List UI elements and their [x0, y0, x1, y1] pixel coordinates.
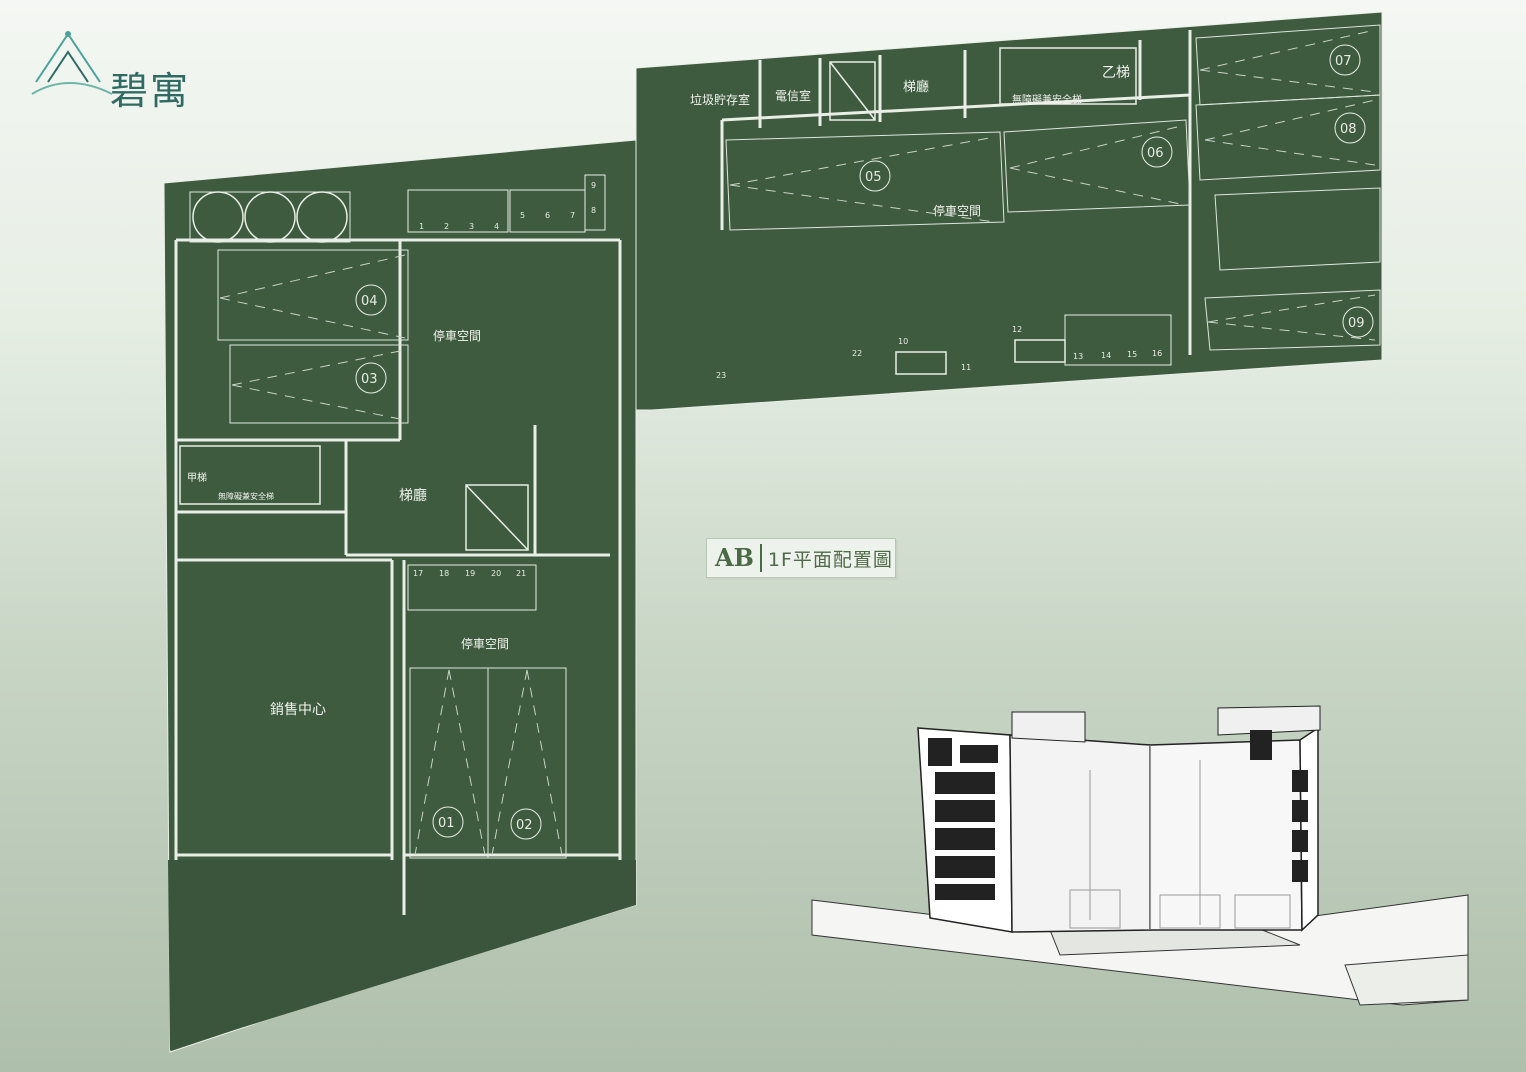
car-space-07: 07 — [1335, 54, 1352, 69]
tree-icon — [244, 191, 296, 243]
moto-space: 4 — [494, 222, 499, 231]
parking-guides — [219, 29, 1376, 856]
moto-space: 17 — [413, 569, 423, 578]
moto-strips — [407, 174, 1172, 611]
moto-space: 8 — [591, 206, 596, 215]
tree-icon — [192, 191, 244, 243]
moto-space: 7 — [570, 211, 575, 220]
car-space-01: 01 — [438, 816, 455, 831]
moto-space: 11 — [961, 363, 971, 372]
room-parking-lower: 停車空間 — [461, 636, 509, 651]
tree-icon — [296, 191, 348, 243]
room-labels: 垃圾貯存室 電信室 梯廳 乙梯 無障礙兼安全梯 停車空間 停車空間 停車空間 梯… — [187, 65, 1130, 718]
moto-space: 1 — [419, 222, 424, 231]
car-space-04: 04 — [361, 294, 378, 309]
logo-mark-icon — [31, 31, 113, 95]
room-elevator-mid: 梯廳 — [399, 487, 427, 504]
plan-title-prefix: AB — [707, 544, 762, 572]
car-space-02: 02 — [516, 818, 533, 833]
room-garbage: 垃圾貯存室 — [690, 92, 750, 107]
car-space-06: 06 — [1147, 146, 1164, 161]
room-parking-top: 停車空間 — [933, 203, 981, 218]
planter-trees — [192, 191, 348, 243]
room-elevator-top: 梯廳 — [903, 79, 929, 95]
moto-space: 2 — [444, 222, 449, 231]
moto-space: 10 — [898, 337, 908, 346]
car-space-08: 08 — [1340, 122, 1357, 137]
room-parking-left: 停車空間 — [433, 328, 481, 343]
room-sales: 銷售中心 — [270, 702, 326, 718]
room-stair-b: 乙梯 — [1102, 65, 1130, 81]
car-space-09: 09 — [1348, 316, 1365, 331]
moto-space: 18 — [439, 569, 449, 578]
moto-space: 12 — [1012, 325, 1022, 334]
moto-space: 20 — [491, 569, 501, 578]
moto-space: 3 — [469, 222, 474, 231]
moto-space: 6 — [545, 211, 550, 220]
moto-space: 9 — [591, 181, 596, 190]
logo: 碧寓 — [28, 22, 208, 113]
plan-upper-wing — [635, 11, 1383, 411]
room-stair-b-note: 無障礙兼安全梯 — [1012, 93, 1082, 106]
building-render — [811, 705, 1469, 1006]
car-space-03: 03 — [361, 372, 378, 387]
moto-space: 14 — [1101, 351, 1111, 360]
room-telecom: 電信室 — [775, 88, 811, 103]
room-stair-a: 甲梯 — [187, 471, 207, 484]
moto-space: 13 — [1073, 352, 1083, 361]
stair-elevator — [179, 47, 1137, 551]
plan-title-label: 1F平面配置圖 — [767, 548, 893, 571]
moto-space-labels: 1 2 3 4 5 6 7 8 9 10 11 12 13 14 15 16 1… — [413, 181, 1162, 578]
moto-space: 21 — [516, 569, 526, 578]
car-space-labels: 01 02 03 04 05 06 07 08 09 — [361, 54, 1365, 833]
car-space-numbers — [355, 44, 1374, 840]
moto-space: 23 — [716, 371, 726, 380]
moto-space: 5 — [520, 211, 525, 220]
moto-space: 22 — [852, 349, 862, 358]
room-stair-a-note: 無障礙兼安全梯 — [218, 491, 274, 501]
moto-space: 15 — [1127, 350, 1137, 359]
car-space-05: 05 — [865, 170, 882, 185]
moto-space: 19 — [465, 569, 475, 578]
plan-title: AB 1F平面配置圖 — [706, 538, 896, 578]
plan-bottom-strip — [168, 860, 636, 1050]
logo-text: 碧寓 — [110, 69, 191, 113]
moto-space: 16 — [1152, 349, 1162, 358]
